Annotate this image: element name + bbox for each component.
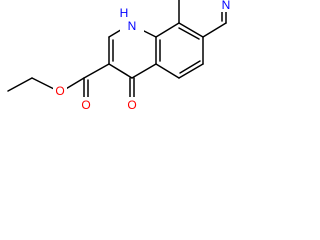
- bond-layer: [7, 0, 227, 99]
- bond-c6a-c10a-b: [178, 27, 200, 40]
- bond-o-ether-c-ester: [63, 77, 85, 91]
- atom-o-ketone-label: O: [127, 98, 136, 112]
- atom-nh-n-label: N: [128, 19, 137, 33]
- atom-o-ether-label: O: [55, 84, 64, 98]
- bond-c5-c6-a: [178, 63, 204, 79]
- bond-c5-c6-b: [179, 60, 201, 74]
- atom-n-pyridine: N: [218, 0, 233, 12]
- atom-o-ester-carbonyl: O: [79, 97, 93, 112]
- atom-label-layer: O O O H N N: [53, 0, 233, 112]
- bond-c-ester-c3: [83, 63, 110, 79]
- bond-ch2-o-ether: [31, 77, 57, 91]
- bond-c6a-c7: [202, 22, 227, 38]
- atom-nh: H N: [120, 6, 144, 34]
- atom-nh-h-label: H: [120, 6, 129, 20]
- atom-o-ester-ether: O: [53, 83, 67, 98]
- bond-c4-c4a: [131, 63, 157, 79]
- bond-ch3-ch2: [7, 77, 33, 92]
- molecule-structure-diagram: O O O H N N: [7, 0, 233, 112]
- bond-c4a-c5: [155, 63, 180, 79]
- atom-o-carbonyl-label: O: [81, 98, 90, 112]
- bond-c6a-c10a-a: [178, 22, 204, 38]
- bond-c10a-c10b: [155, 22, 180, 38]
- atom-o-ketone: O: [125, 97, 139, 112]
- bond-c3-c4: [108, 63, 133, 79]
- atom-n-pyridine-label: N: [222, 0, 231, 12]
